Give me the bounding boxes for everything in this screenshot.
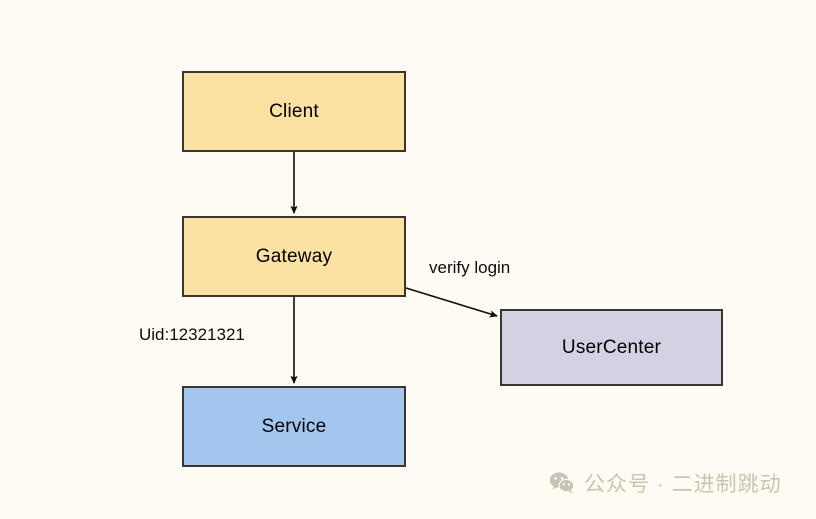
- node-service[interactable]: Service: [182, 386, 406, 467]
- node-usercenter-label: UserCenter: [561, 336, 662, 358]
- edge-gateway-to-usercenter: [405, 287, 498, 318]
- watermark: 公众号 · 二进制跳动: [549, 468, 782, 498]
- node-usercenter[interactable]: UserCenter: [500, 309, 723, 386]
- edge-label-verify-login: verify login: [429, 258, 511, 277]
- edge-label-uid: Uid:12321321: [139, 325, 245, 344]
- watermark-text: 公众号 · 二进制跳动: [584, 473, 782, 496]
- node-service-label: Service: [261, 415, 327, 437]
- node-gateway[interactable]: Gateway: [182, 216, 406, 297]
- node-client-label: Client: [269, 100, 319, 122]
- wechat-icon: [549, 472, 575, 494]
- node-client[interactable]: Client: [182, 71, 406, 152]
- node-gateway-label: Gateway: [255, 245, 333, 267]
